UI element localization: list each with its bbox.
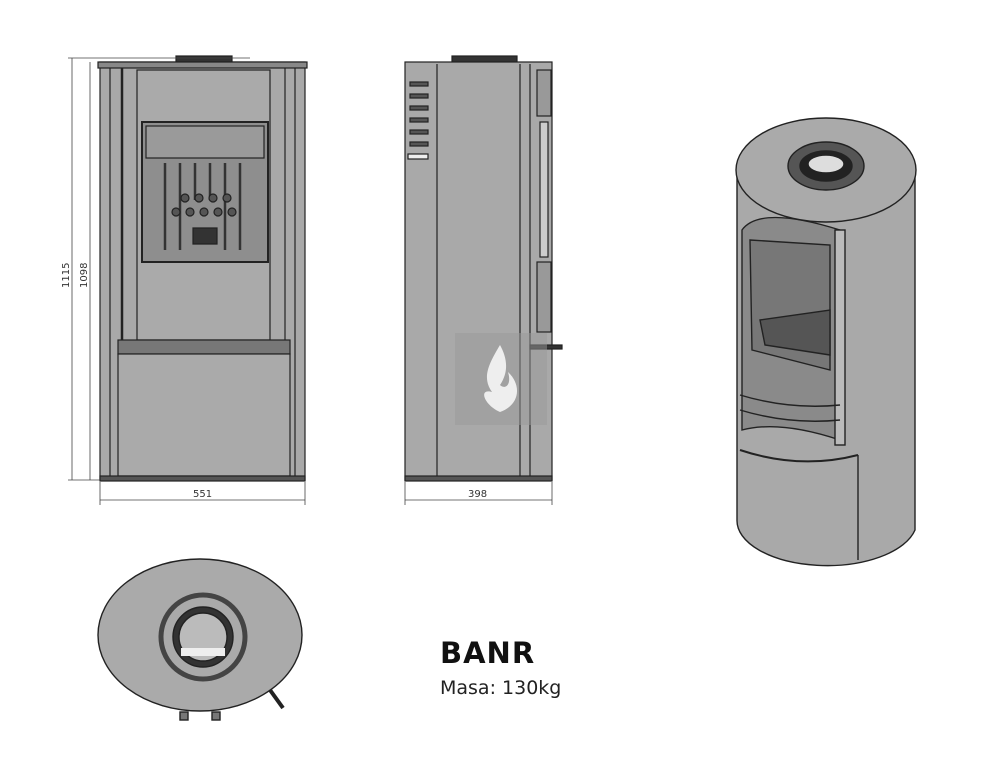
watermark-flame-logo xyxy=(455,333,547,425)
dim-width: 551 xyxy=(193,489,212,500)
dim-body-height: 1098 xyxy=(79,263,90,288)
product-name: BANR xyxy=(440,636,536,670)
product-mass: Masa: 130kg xyxy=(440,677,562,699)
front-dimensions xyxy=(68,57,306,505)
dim-total-height: 1115 xyxy=(61,263,72,288)
dim-depth: 398 xyxy=(468,489,487,500)
perspective-view xyxy=(735,117,917,567)
front-view xyxy=(97,55,308,482)
top-view xyxy=(97,558,303,721)
